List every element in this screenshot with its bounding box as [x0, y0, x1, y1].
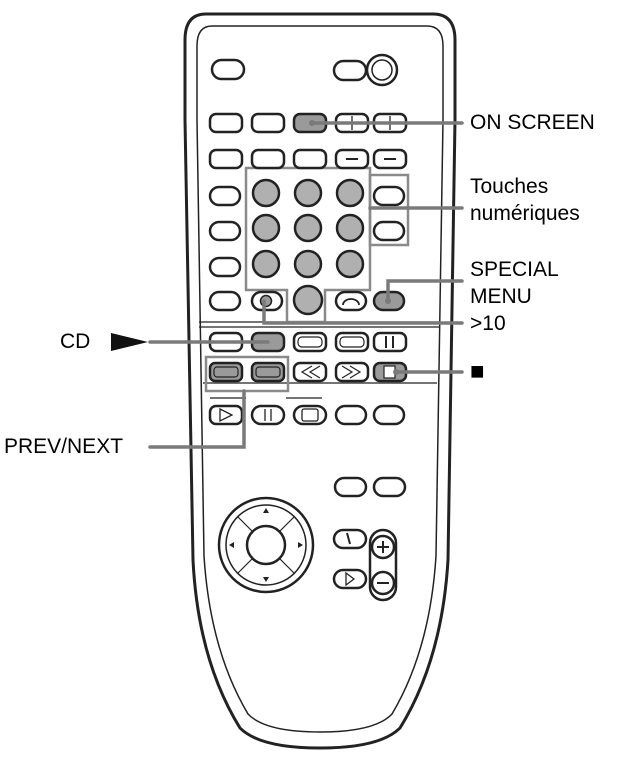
digit-key-1[interactable]	[251, 178, 281, 208]
digit-key-4[interactable]	[251, 213, 281, 243]
round-button-ring	[371, 59, 393, 81]
numeric-keypad	[251, 178, 365, 316]
prev-next-frame	[204, 355, 290, 393]
arrow-up-icon[interactable]	[263, 508, 269, 513]
row3-button-2[interactable]	[250, 404, 286, 426]
arrow-left-icon[interactable]	[229, 542, 234, 548]
right-button-1[interactable]	[372, 185, 406, 207]
left-column-buttons	[208, 185, 242, 312]
mute-button[interactable]	[332, 528, 368, 550]
digit-key-6[interactable]	[335, 213, 365, 243]
label-special: SPECIAL	[470, 258, 559, 281]
digit-key-8[interactable]	[293, 249, 323, 279]
transport-row-2	[208, 361, 408, 383]
button-row-2	[208, 148, 408, 170]
transport-button-4[interactable]	[334, 331, 370, 353]
fast-forward-icon	[341, 365, 362, 379]
callout-special-menu	[386, 279, 464, 303]
callout-dot	[385, 298, 391, 304]
label-numeriques: numériques	[470, 202, 580, 225]
prev-button[interactable]	[208, 361, 244, 383]
row2-button-2[interactable]	[250, 148, 286, 170]
arrow-right-icon[interactable]	[298, 542, 303, 548]
rewind-icon	[300, 365, 321, 379]
callout-dot	[309, 120, 315, 126]
row3-button-4[interactable]	[334, 404, 368, 426]
mid-button-1[interactable]	[333, 476, 368, 498]
row2-button-3[interactable]	[292, 148, 328, 170]
slow-icon	[339, 336, 365, 348]
callout-dot	[393, 369, 399, 375]
row2-button-1[interactable]	[208, 148, 244, 170]
input-button[interactable]	[332, 568, 368, 590]
play-icon	[219, 407, 234, 423]
label-touches: Touches	[470, 175, 549, 198]
left-button-2[interactable]	[208, 220, 242, 242]
slow-icon	[297, 336, 323, 348]
label-on-screen: ON SCREEN	[470, 111, 595, 134]
next-icon	[255, 366, 281, 378]
label-prev-next: PREV/NEXT	[4, 435, 124, 458]
label-menu: MENU	[470, 285, 532, 308]
callout-gt10	[262, 299, 464, 325]
repeat-icon	[342, 298, 360, 306]
digit-key-2[interactable]	[293, 178, 323, 208]
play-small-icon	[345, 571, 356, 587]
mid-buttons	[333, 476, 407, 498]
row3-button-5[interactable]	[372, 404, 406, 426]
step-icon	[301, 408, 319, 422]
transport-row-1-icons	[297, 336, 394, 348]
repeat-button[interactable]	[334, 290, 368, 312]
side-keys-frame	[368, 173, 410, 247]
left-button-1[interactable]	[208, 185, 242, 207]
joystick-inner-ring	[225, 504, 307, 586]
digit-key-3[interactable]	[335, 178, 365, 208]
gt10-dot	[259, 294, 273, 308]
enter-button[interactable]	[245, 524, 287, 566]
digit-key-0[interactable]	[292, 284, 324, 316]
mute-icon	[346, 532, 351, 545]
row3-button-1[interactable]	[208, 404, 244, 426]
row3-icons	[219, 407, 319, 423]
label-gt10: >10	[470, 312, 506, 335]
row1-button-1[interactable]	[208, 112, 244, 134]
left-button-4[interactable]	[208, 290, 242, 312]
volume-marks	[345, 532, 389, 587]
right-button-2[interactable]	[372, 220, 406, 242]
top-buttons	[210, 53, 399, 87]
tv-button[interactable]	[332, 59, 368, 82]
digit-key-5[interactable]	[293, 213, 323, 243]
arrow-down-icon[interactable]	[263, 577, 269, 582]
callout-prev-next	[148, 389, 246, 449]
digit-key-7[interactable]	[251, 249, 281, 279]
left-button-3[interactable]	[208, 256, 242, 278]
joystick	[217, 496, 315, 594]
label-cd: CD	[60, 330, 91, 353]
mid-button-2[interactable]	[372, 476, 407, 498]
label-stop: ■	[470, 358, 485, 385]
next-button[interactable]	[250, 361, 286, 383]
play-arrow-icon	[111, 333, 148, 351]
callouts	[148, 121, 464, 449]
power-button[interactable]	[210, 58, 246, 81]
pause-button[interactable]	[372, 331, 408, 353]
right-column-buttons	[372, 185, 406, 242]
transport-button-3[interactable]	[292, 331, 328, 353]
digit-key-9[interactable]	[335, 249, 365, 279]
row1-button-2[interactable]	[250, 112, 286, 134]
prev-icon	[213, 366, 239, 378]
